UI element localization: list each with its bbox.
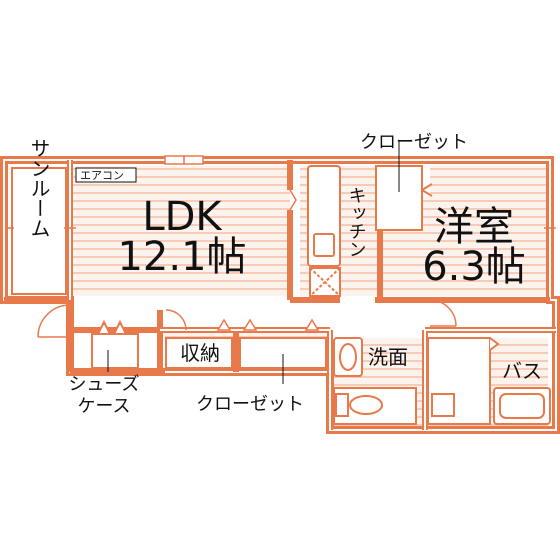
kitchen-counter xyxy=(307,165,341,297)
bath-label: バス xyxy=(502,359,542,383)
washroom-label: 洗面 xyxy=(368,345,408,369)
washroom-fixtures xyxy=(333,337,417,425)
top-window xyxy=(164,155,204,165)
closet-top-label: クローゼット xyxy=(360,132,468,153)
ldk-name: LDK xyxy=(142,194,223,240)
closet-bottom-label: クローゼット xyxy=(196,394,304,415)
aircon-label: エアコン xyxy=(80,169,124,182)
hall-markers xyxy=(216,318,320,331)
western-floor xyxy=(430,166,550,296)
shoe-case-label-1: シューズ xyxy=(68,374,139,395)
ldk-floor xyxy=(70,166,290,296)
storage-label: 収納 xyxy=(180,341,220,365)
entrance xyxy=(91,319,139,369)
sunroom-box xyxy=(11,167,67,295)
western-name: 洋室 xyxy=(434,204,514,250)
wall-marks xyxy=(6,227,556,302)
shoe-case-label-2: ケース xyxy=(77,396,130,417)
closet-top-box xyxy=(375,140,433,231)
bath-fixtures xyxy=(427,337,551,425)
ldk-size: 12.1帖 xyxy=(117,234,246,280)
western-size: 6.3帖 xyxy=(422,244,526,290)
storage-box xyxy=(165,337,233,369)
aircon-box xyxy=(75,167,137,183)
kitchen-label: キッチン xyxy=(346,186,367,258)
door-arcs xyxy=(37,189,457,338)
sunroom-label: サンルーム xyxy=(27,138,51,238)
